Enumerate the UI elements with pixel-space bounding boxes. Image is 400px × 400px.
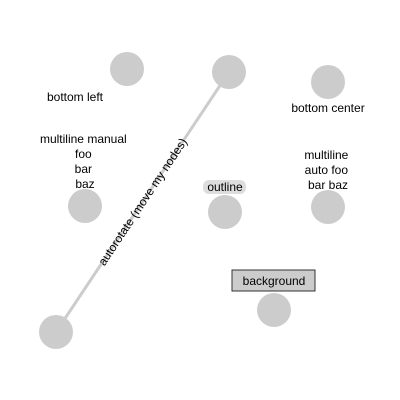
node-circle[interactable] [39,315,73,349]
node-label: bottom center [291,101,364,115]
node-label-line: multiline manual [40,132,127,146]
node-label-line: bar [75,162,92,176]
node-bottom-center[interactable]: bottom center [291,65,365,115]
node-label-line: multiline [304,148,348,162]
node-circle[interactable] [208,195,242,229]
node-label: multiline auto foo bar baz [304,148,351,192]
node-label: background [243,274,306,288]
node-label: multiline manual foo bar baz [40,132,130,191]
node-bottom-left[interactable]: bottom left [47,52,144,104]
node-circle[interactable] [311,65,345,99]
node-multiline-auto[interactable]: multiline auto foo bar baz [304,148,351,224]
node-top-center[interactable] [212,55,246,89]
node-multiline-manual[interactable]: multiline manual foo bar baz [40,132,130,223]
edge-line[interactable] [54,71,231,333]
node-circle[interactable] [212,55,246,89]
edge-label: autorotate (move my nodes) [95,135,190,268]
node-background[interactable]: background [231,269,316,327]
node-label: bottom left [47,90,104,104]
node-circle[interactable] [257,293,291,327]
node-circle[interactable] [311,190,345,224]
label-background-box [231,269,316,292]
node-circle[interactable] [110,52,144,86]
node-label-line: baz [75,177,94,191]
node-outline[interactable]: outline [203,180,246,229]
node-label-line: foo [75,147,92,161]
node-label-line: auto foo [305,163,349,177]
label-outline-bg [203,180,246,194]
node-circle[interactable] [68,189,102,223]
node-edge-target[interactable] [39,315,73,349]
node-label-line: bar baz [308,178,348,192]
node-label: outline [207,180,243,194]
